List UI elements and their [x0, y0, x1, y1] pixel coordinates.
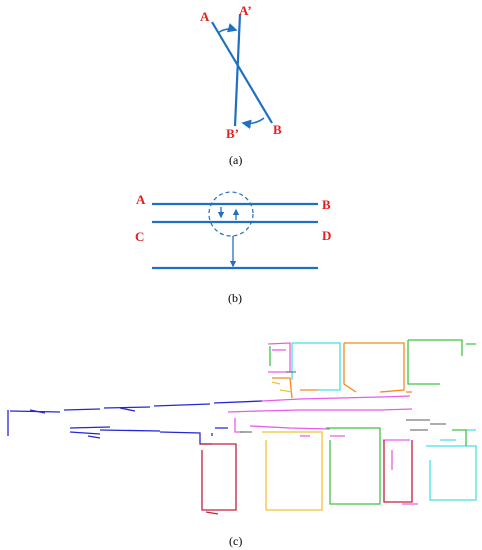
rotation-arrow-top [217, 23, 238, 34]
label-c: C [135, 229, 144, 244]
label-b-prime: B’ [226, 126, 239, 141]
segment-group-yellow [262, 381, 323, 511]
panel-c-floor-plan [7, 339, 477, 515]
label-a: A [136, 192, 146, 207]
segment-group-green [269, 339, 476, 505]
line-a-prime-b-prime [233, 13, 242, 127]
segment-group-red [200, 440, 413, 515]
panel-b: A B C D (b) [135, 191, 331, 305]
caption-a: (a) [229, 153, 242, 167]
label-d: D [322, 228, 331, 243]
caption-b: (b) [228, 291, 242, 305]
segment-group-gray [240, 371, 446, 433]
caption-c: (c) [229, 534, 242, 548]
line-ab [211, 21, 273, 124]
rotation-arrow-bottom [241, 117, 265, 130]
segment-group-orange [272, 342, 412, 399]
label-b: B [273, 122, 282, 137]
segment-group-blue [7, 400, 263, 445]
dashed-circle [208, 191, 254, 237]
segment-group-cyan [291, 342, 477, 501]
label-a-prime: A’ [239, 3, 252, 18]
label-b: B [322, 197, 331, 212]
label-a: A [200, 9, 210, 24]
panel-a: A A’ B B’ (a) [200, 3, 282, 167]
segment-group-magenta [227, 342, 418, 505]
